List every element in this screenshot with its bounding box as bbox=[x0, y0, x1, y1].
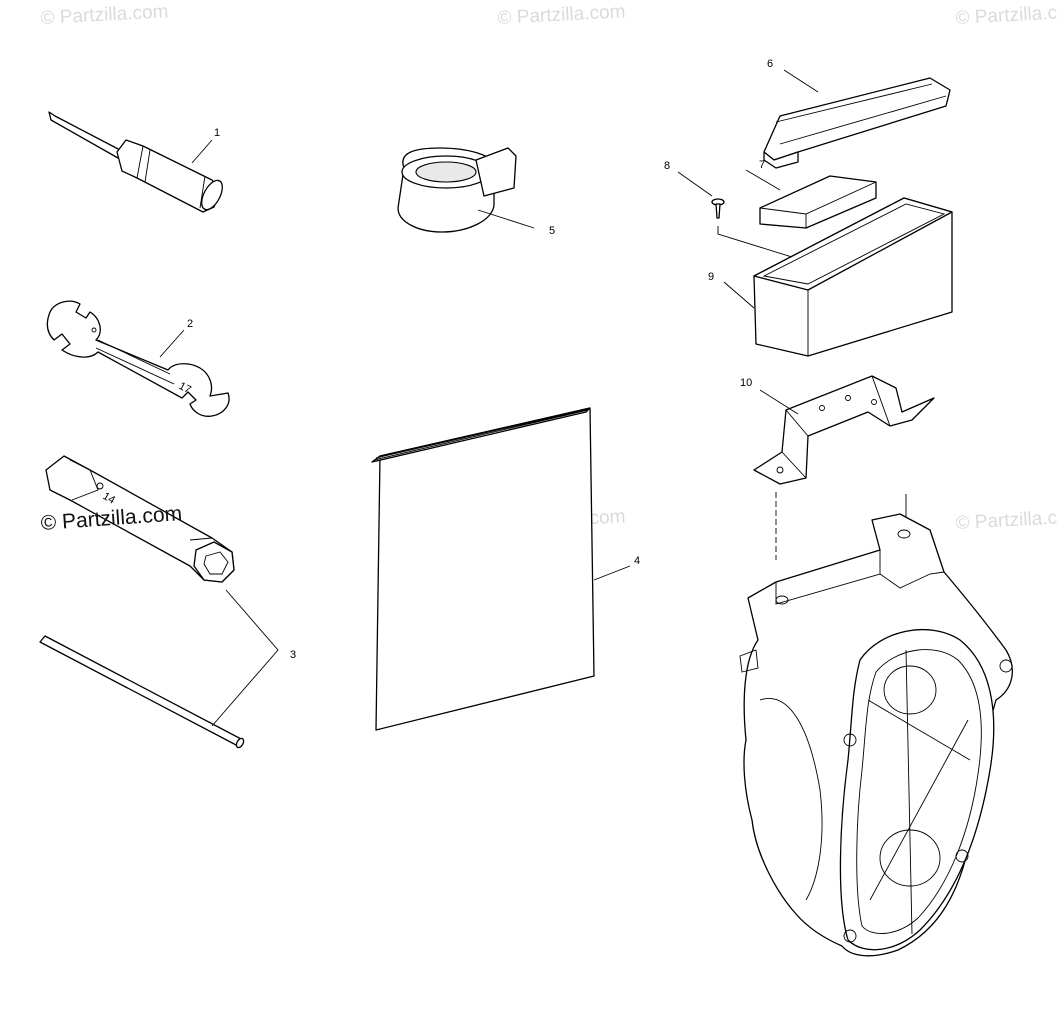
callout-10: 10 bbox=[740, 377, 752, 389]
chaincase-housing bbox=[739, 513, 1013, 957]
callout-8: 8 bbox=[664, 160, 670, 172]
callout-6: 6 bbox=[767, 58, 773, 70]
toolbox-tray bbox=[723, 197, 953, 357]
toolbox-lid bbox=[763, 69, 951, 169]
callout-1: 1 bbox=[214, 127, 220, 139]
tommy-bar bbox=[39, 635, 245, 749]
callout-7: 7 bbox=[759, 159, 765, 171]
owners-manual bbox=[371, 407, 631, 731]
callout-5: 5 bbox=[549, 225, 555, 237]
mounting-bracket bbox=[753, 375, 935, 560]
foam-pad bbox=[745, 169, 877, 229]
screw bbox=[677, 171, 811, 281]
svg-text:17: 17 bbox=[177, 380, 193, 396]
tube-socket-wrench: 14 bbox=[45, 455, 235, 583]
callout-2: 2 bbox=[187, 318, 193, 330]
callout-3: 3 bbox=[290, 649, 296, 661]
svg-text:14: 14 bbox=[101, 490, 118, 507]
screwdriver bbox=[48, 111, 223, 213]
tape-roll bbox=[397, 147, 535, 233]
callout-4: 4 bbox=[634, 555, 640, 567]
callout-9: 9 bbox=[708, 271, 714, 283]
open-end-wrench: 17 bbox=[46, 300, 230, 417]
